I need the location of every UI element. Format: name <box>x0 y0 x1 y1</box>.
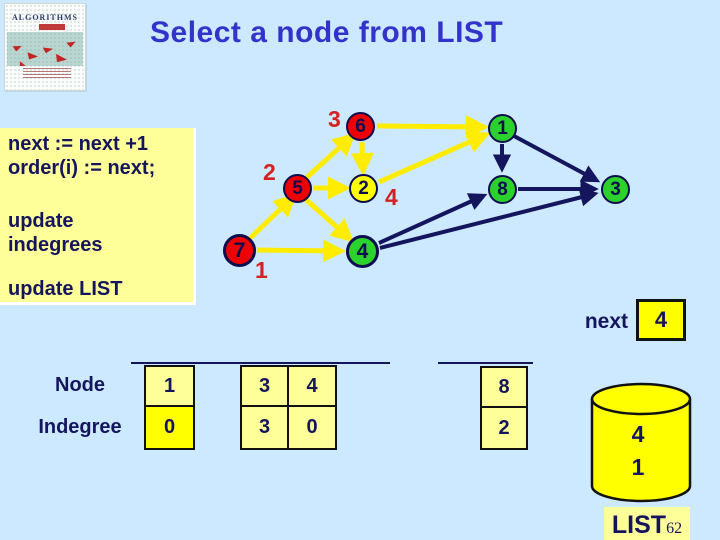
graph-node-2: 2 <box>349 174 378 203</box>
next-register-label: next <box>584 310 628 333</box>
node-label: 2 <box>358 177 369 199</box>
indegree-cell-3: 3 <box>240 405 289 450</box>
node-cell-8: 8 <box>480 366 528 408</box>
array-top-line <box>438 362 533 364</box>
graph-node-8: 8 <box>488 175 517 204</box>
node-cell-1: 1 <box>144 365 195 407</box>
edge-4-3 <box>379 188 599 250</box>
edge-7-5 <box>243 193 297 245</box>
graph-node-3: 3 <box>601 175 630 204</box>
order-label-node5: 2 <box>263 159 276 185</box>
indegree-cell-1: 0 <box>144 405 195 450</box>
node-label: 1 <box>497 117 508 139</box>
edge-5-4 <box>301 195 354 243</box>
code-line: update LIST <box>8 278 123 300</box>
code-line: next := next +1 <box>8 133 149 155</box>
cell-value: 0 <box>163 416 176 438</box>
edge-7-4 <box>256 239 346 263</box>
graph-node-1: 1 <box>488 114 517 143</box>
order-label-node6: 3 <box>328 106 341 132</box>
graph-node-6: 6 <box>346 112 375 141</box>
node-cell-3: 3 <box>240 365 289 407</box>
graph-node-7: 7 <box>223 234 256 267</box>
array-top-line <box>131 362 390 364</box>
logo-red-badge <box>39 24 65 30</box>
slide-title: Select a node from LIST <box>150 16 504 49</box>
node-cell-4: 4 <box>287 365 337 407</box>
indegree-cell-4: 0 <box>287 405 337 450</box>
cell-value: 3 <box>258 374 271 397</box>
node-label: 5 <box>292 177 303 199</box>
logo-title: ALGORITHMS <box>11 13 78 22</box>
edge-5-6 <box>302 132 356 182</box>
code-line: indegrees <box>8 234 103 256</box>
node-label: 3 <box>610 178 621 200</box>
cell-value: 4 <box>306 374 318 397</box>
edge-2-1 <box>377 131 491 185</box>
next-register-value: 4 <box>654 307 668 332</box>
list-label: LIST <box>611 511 667 539</box>
graph-node-5: 5 <box>283 174 312 203</box>
edge-6-1 <box>376 115 489 139</box>
cell-value: 0 <box>306 416 318 438</box>
indegree-cell-8: 2 <box>480 406 528 450</box>
table-row1-label: Node <box>55 374 105 396</box>
algorithms-book-logo: ALGORITHMS <box>4 3 86 91</box>
code-box: next := next +1 order(i) := next; update… <box>0 128 196 305</box>
table-row2-label: Indegree <box>38 416 122 438</box>
slide-number: 62 <box>666 520 683 538</box>
node-label: 8 <box>497 178 508 200</box>
edge-6-2 <box>350 141 374 176</box>
code-line: update <box>8 210 74 232</box>
edge-1-3 <box>513 134 601 183</box>
node-label: 4 <box>356 239 369 263</box>
node-label: 6 <box>355 115 366 137</box>
list-cylinder-icon <box>590 382 692 503</box>
order-label-node7: 1 <box>255 257 268 283</box>
cell-value: 1 <box>163 374 176 397</box>
order-label-node2: 4 <box>385 184 398 210</box>
cell-value: 3 <box>258 416 271 438</box>
cell-value: 2 <box>498 416 510 439</box>
list-item: 4 <box>631 421 645 447</box>
logo-text-lines <box>23 68 71 80</box>
node-label: 7 <box>233 238 246 262</box>
cell-value: 8 <box>498 375 510 398</box>
graph-node-4: 4 <box>346 235 379 268</box>
code-line: order(i) := next; <box>8 157 156 179</box>
list-item: 1 <box>631 454 645 480</box>
next-register-value-box: 4 <box>636 299 686 341</box>
